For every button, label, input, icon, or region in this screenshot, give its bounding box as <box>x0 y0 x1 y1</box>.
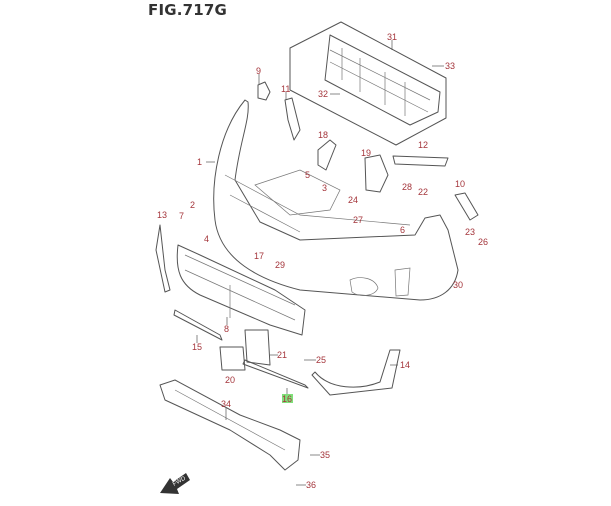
callout-13[interactable]: 13 <box>157 210 167 220</box>
callout-9[interactable]: 9 <box>256 66 261 76</box>
bracket-21[interactable] <box>244 329 271 366</box>
under-cover-34[interactable] <box>159 379 301 471</box>
figure-title: FIG.717G <box>148 1 228 19</box>
callout-2[interactable]: 2 <box>190 200 195 210</box>
callout-27[interactable]: 27 <box>353 215 363 225</box>
callout-16[interactable]: 16 <box>282 394 292 404</box>
bracket-18[interactable] <box>317 139 337 171</box>
callout-28[interactable]: 28 <box>402 182 412 192</box>
strip-16[interactable] <box>242 359 309 389</box>
callout-30[interactable]: 30 <box>453 280 463 290</box>
callout-12[interactable]: 12 <box>418 140 428 150</box>
callout-33[interactable]: 33 <box>445 61 455 71</box>
callout-4[interactable]: 4 <box>204 234 209 244</box>
callout-34[interactable]: 34 <box>221 399 231 409</box>
leader-lines <box>196 40 444 486</box>
callout-35[interactable]: 35 <box>320 450 330 460</box>
highlight-marker <box>282 394 293 403</box>
callout-25[interactable]: 25 <box>316 355 326 365</box>
callout-31[interactable]: 31 <box>387 32 397 42</box>
bracket-11[interactable] <box>284 97 301 141</box>
garnish-14[interactable] <box>311 349 401 396</box>
callout-7[interactable]: 7 <box>179 211 184 221</box>
callout-19[interactable]: 19 <box>361 148 371 158</box>
callout-11[interactable]: 11 <box>281 84 290 94</box>
bracket-12[interactable] <box>392 155 449 167</box>
callout-22[interactable]: 22 <box>418 187 428 197</box>
callout-23[interactable]: 23 <box>465 227 475 237</box>
callout-6[interactable]: 6 <box>400 225 405 235</box>
callout-26[interactable]: 26 <box>478 237 488 247</box>
callout-24[interactable]: 24 <box>348 195 358 205</box>
grille-assembly[interactable] <box>289 21 447 146</box>
callout-15[interactable]: 15 <box>192 342 202 352</box>
callout-14[interactable]: 14 <box>400 360 410 370</box>
callout-1[interactable]: 1 <box>197 157 202 167</box>
strip-15[interactable] <box>173 309 223 341</box>
callout-18[interactable]: 18 <box>318 130 328 140</box>
callout-36[interactable]: 36 <box>306 480 316 490</box>
bracket-9[interactable] <box>257 81 271 101</box>
callout-32[interactable]: 32 <box>318 89 328 99</box>
callout-8[interactable]: 8 <box>224 324 229 334</box>
fwd-arrow: FWD <box>160 473 190 494</box>
callout-3[interactable]: 3 <box>322 183 327 193</box>
callout-5[interactable]: 5 <box>305 170 310 180</box>
bracket-19[interactable] <box>364 154 389 193</box>
side-molding-13[interactable] <box>155 224 171 293</box>
bracket-10[interactable] <box>454 192 479 221</box>
callout-labels: 1 2 3 4 5 6 7 8 9 10 11 12 13 14 15 16 1… <box>157 32 488 490</box>
front-bumper[interactable] <box>213 99 459 301</box>
lower-grille[interactable] <box>176 244 306 336</box>
callout-17[interactable]: 17 <box>254 251 264 261</box>
bracket-20[interactable] <box>219 346 246 371</box>
callout-21[interactable]: 21 <box>277 350 287 360</box>
callout-10[interactable]: 10 <box>455 179 465 189</box>
callout-20[interactable]: 20 <box>225 375 235 385</box>
callout-29[interactable]: 29 <box>275 260 285 270</box>
